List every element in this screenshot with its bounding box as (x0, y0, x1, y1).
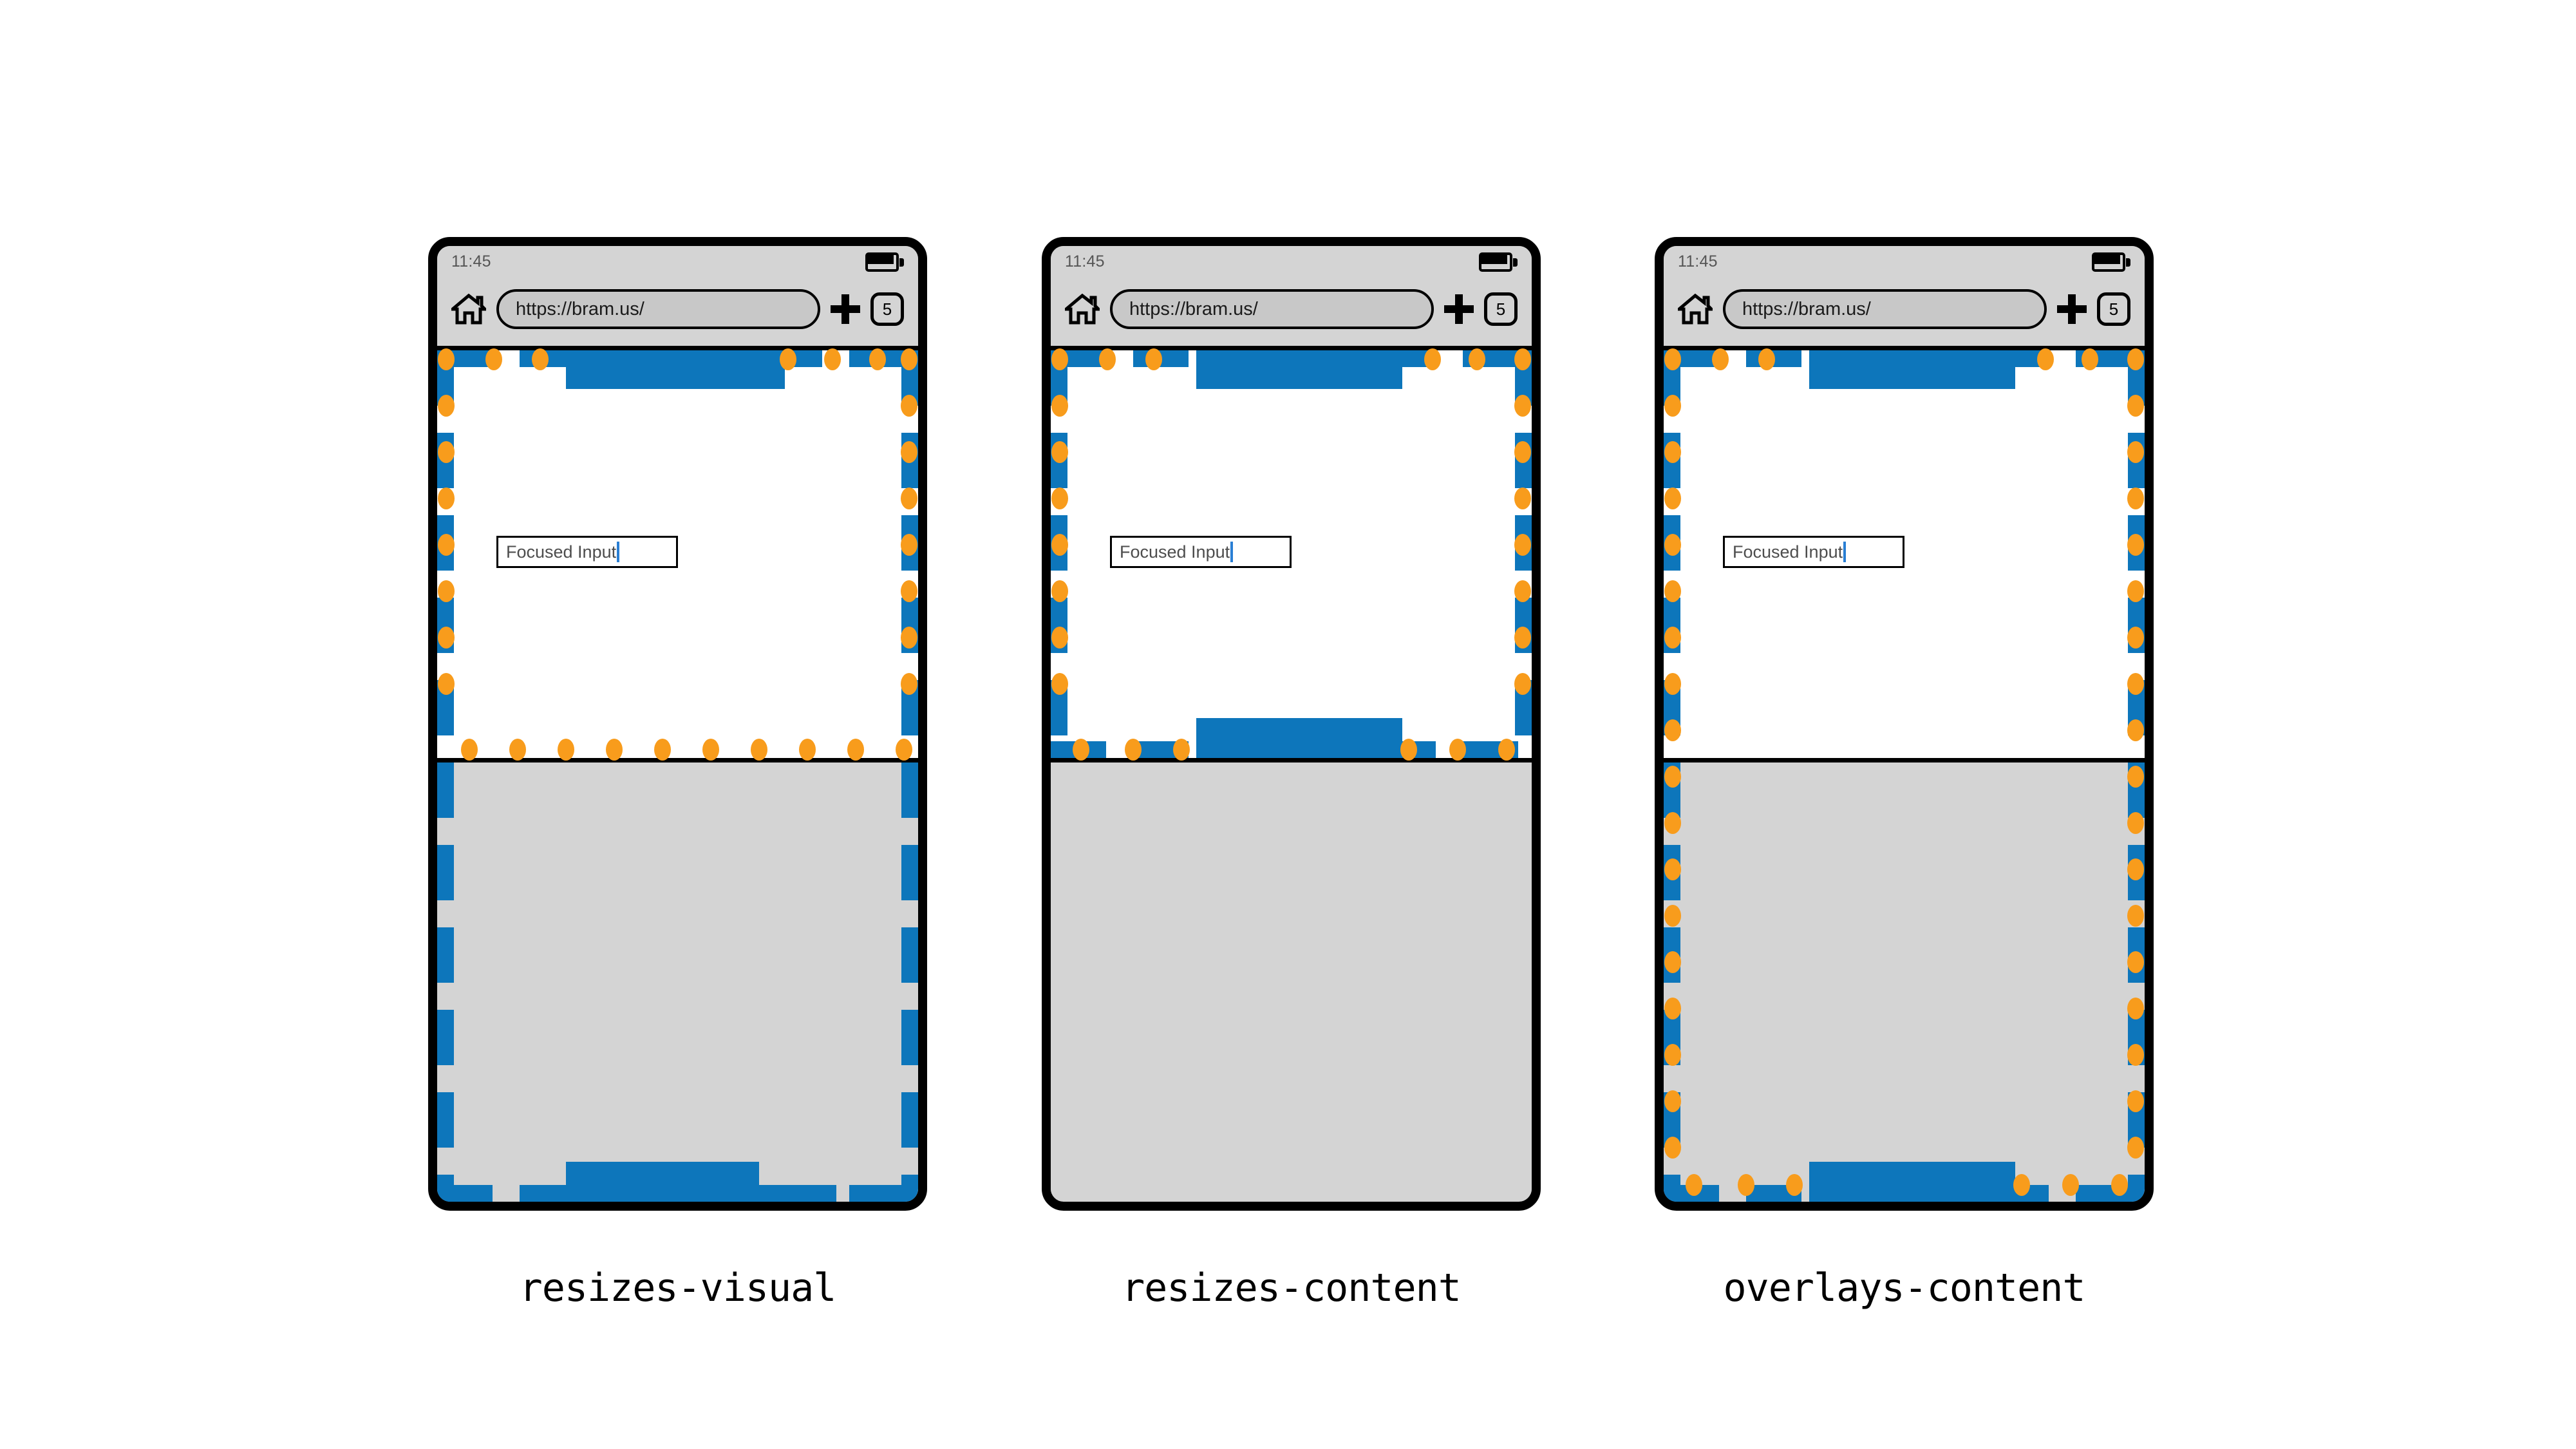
page-border-left (1664, 350, 1680, 1202)
page-border-right (1515, 350, 1532, 758)
status-bar: 11:45 (1664, 249, 2145, 274)
plus-icon[interactable] (1444, 294, 1474, 324)
browser-chrome: 11:45 https://bram.us/ 5 (1664, 246, 2145, 350)
focused-input[interactable]: Focused Input (1110, 536, 1292, 568)
url-bar[interactable]: https://bram.us/ (1110, 289, 1434, 329)
plus-icon[interactable] (831, 294, 860, 324)
footer-block (1809, 1162, 2015, 1202)
status-bar: 11:45 (1051, 249, 1532, 274)
page-border-right (901, 350, 918, 1202)
device-screen: Focused Input (437, 348, 918, 1202)
header-block (1196, 350, 1402, 389)
phone-resizes-content: 11:45 https://bram.us/ 5 (1042, 237, 1541, 1211)
keyboard-divider (1051, 758, 1532, 762)
caption-overlays-content: overlays-content (1723, 1265, 2086, 1311)
focused-input-value: Focused Input (1733, 542, 1843, 562)
page-border-right (2128, 350, 2145, 1202)
layout-viewport-frame (1664, 350, 2145, 1202)
caption-resizes-visual: resizes-visual (519, 1265, 837, 1311)
device-screen: Focused Input (1051, 348, 1532, 1202)
browser-chrome: 11:45 https://bram.us/ 5 (437, 246, 918, 350)
text-caret (1230, 542, 1234, 562)
browser-chrome: 11:45 https://bram.us/ 5 (1051, 246, 1532, 350)
status-clock: 11:45 (1065, 252, 1105, 270)
text-caret (617, 542, 620, 562)
page-border-left (1051, 350, 1067, 758)
status-clock: 11:45 (1678, 252, 1718, 270)
focused-input-value: Focused Input (1120, 542, 1230, 562)
status-clock: 11:45 (451, 252, 491, 270)
software-keyboard (437, 762, 918, 1193)
caption-resizes-content: resizes-content (1122, 1265, 1462, 1311)
device-screen: Focused Input (1664, 348, 2145, 1202)
page-border-left (437, 350, 454, 1202)
focused-input[interactable]: Focused Input (496, 536, 678, 568)
software-keyboard (1664, 762, 2145, 1193)
home-icon[interactable] (1062, 293, 1103, 325)
tab-count-button[interactable]: 5 (2097, 292, 2130, 326)
footer-block (566, 1162, 759, 1202)
footer-block-step (759, 1185, 836, 1202)
url-text: https://bram.us/ (516, 298, 644, 319)
url-bar[interactable]: https://bram.us/ (496, 289, 820, 329)
keyboard-divider (1664, 758, 2145, 762)
url-text: https://bram.us/ (1742, 298, 1871, 319)
home-icon[interactable] (1675, 293, 1716, 325)
browser-toolbar: https://bram.us/ 5 (437, 277, 918, 341)
tab-count-button[interactable]: 5 (870, 292, 904, 326)
focused-input[interactable]: Focused Input (1723, 536, 1904, 568)
battery-full-icon (1479, 252, 1518, 272)
software-keyboard (1051, 762, 1532, 1193)
header-block (566, 350, 785, 389)
phone-overlays-content: 11:45 https://bram.us/ 5 (1655, 237, 2154, 1211)
footer-block (1196, 718, 1402, 758)
focused-input-value: Focused Input (506, 542, 617, 562)
layout-viewport-frame (437, 350, 918, 1202)
status-bar: 11:45 (437, 249, 918, 274)
browser-toolbar: https://bram.us/ 5 (1664, 277, 2145, 341)
home-icon[interactable] (448, 293, 489, 325)
tab-count-button[interactable]: 5 (1484, 292, 1518, 326)
battery-full-icon (2092, 252, 2130, 272)
url-text: https://bram.us/ (1129, 298, 1258, 319)
plus-icon[interactable] (2057, 294, 2087, 324)
phone-resizes-visual: 11:45 https://bram.us/ 5 (428, 237, 927, 1211)
browser-toolbar: https://bram.us/ 5 (1051, 277, 1532, 341)
url-bar[interactable]: https://bram.us/ (1723, 289, 2047, 329)
keyboard-divider (437, 758, 918, 762)
text-caret (1843, 542, 1847, 562)
battery-full-icon (865, 252, 904, 272)
header-block (1809, 350, 2015, 389)
